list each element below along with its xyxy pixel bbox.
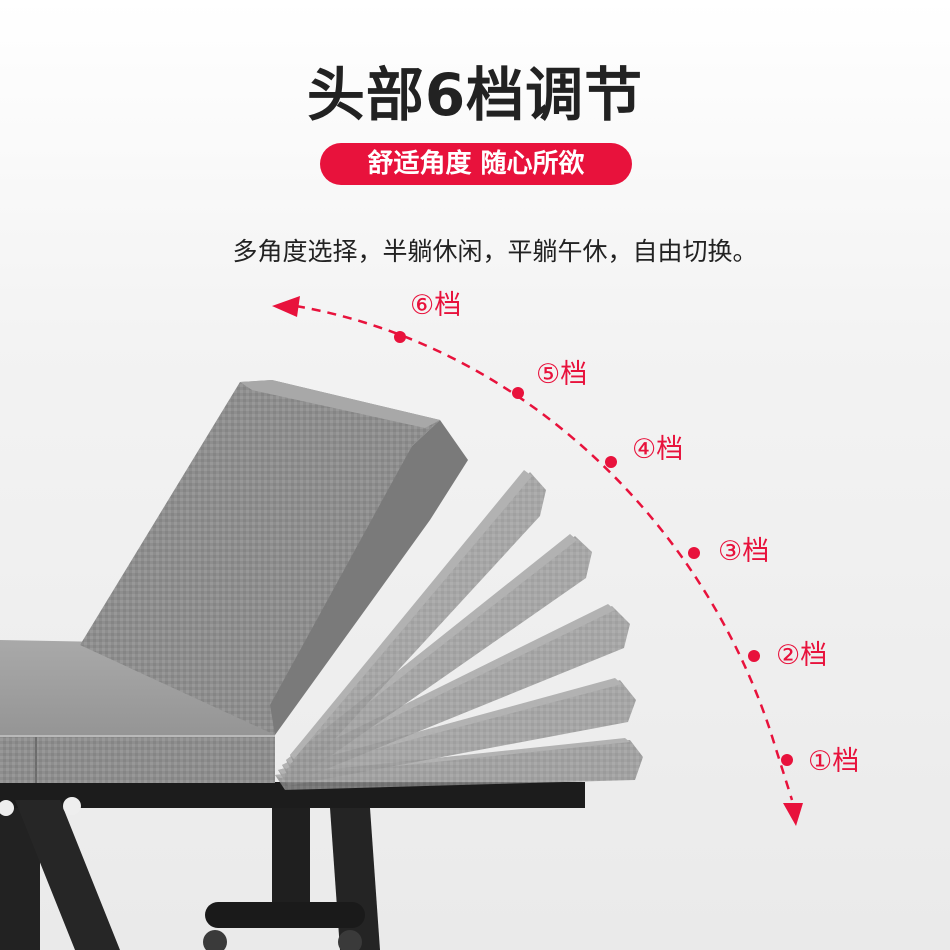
arrow-down-icon (783, 803, 803, 826)
gear-label-6: ⑥档 (410, 290, 461, 321)
gear-dot-1 (781, 754, 793, 766)
caster-wheel (203, 930, 227, 950)
caster-wheel (338, 930, 362, 950)
gear-label-1: ①档 (808, 746, 859, 777)
gear-dot-4 (605, 456, 617, 468)
head-cushion-face (80, 380, 440, 735)
head-cushion-top (240, 380, 440, 428)
gear-dot-3 (688, 547, 700, 559)
frame-leg-right (330, 808, 380, 950)
frame-leg-center (272, 808, 310, 908)
gear-label-5: ⑤档 (536, 359, 587, 390)
frame-brace (15, 800, 120, 950)
gear-label-4: ④档 (632, 434, 683, 465)
arrow-up-icon (272, 296, 300, 317)
gear-dot-6 (394, 331, 406, 343)
page-title: 头部6档调节 (306, 61, 644, 129)
frame-bolt (0, 800, 14, 816)
frame-bolt (63, 797, 81, 815)
gear-dot-2 (748, 650, 760, 662)
ghost-head-level-5 (290, 470, 546, 777)
ghost-head-positions (275, 470, 643, 790)
frame-leg-left (0, 808, 40, 950)
gear-label-3: ③档 (718, 536, 769, 567)
gear-indicator: ①档 ②档 ③档 ④档 ⑤档 ⑥档 (272, 290, 859, 826)
mattress-front (0, 735, 275, 783)
head-cushion-side (270, 420, 468, 735)
feature-badge: 舒适角度 随心所欲 (320, 143, 632, 185)
feature-description: 多角度选择，半躺休闲，平躺午休，自由切换。 (232, 237, 758, 266)
raised-head-section (80, 380, 468, 735)
gear-dot-5 (512, 387, 524, 399)
bed-frame (0, 782, 585, 950)
gear-label-2: ②档 (776, 640, 827, 671)
gear-arc (295, 304, 794, 801)
frame-crossbar (205, 902, 365, 928)
